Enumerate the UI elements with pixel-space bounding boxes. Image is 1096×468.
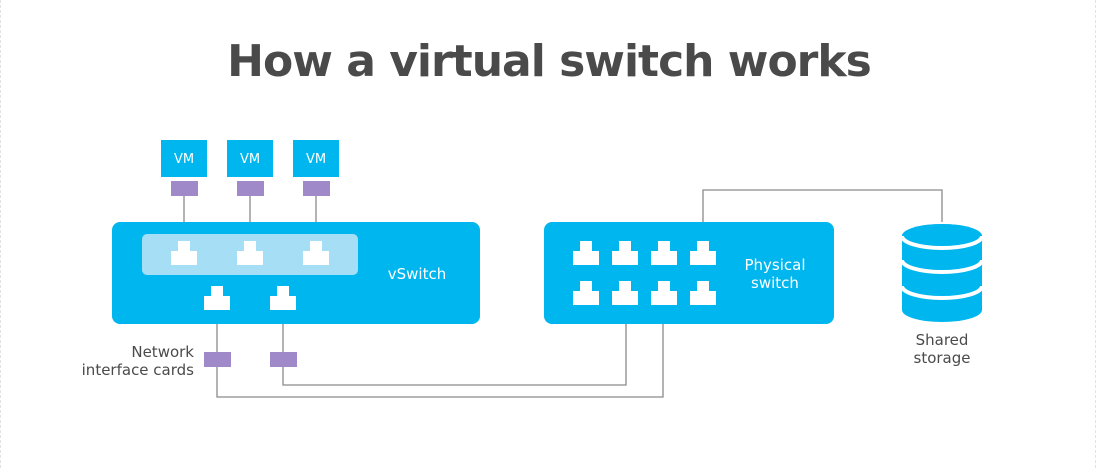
physical-switch-to-storage-wire bbox=[702, 189, 943, 222]
vswitch-label: vSwitch bbox=[388, 265, 446, 283]
physical-switch-label-line1: Physical bbox=[744, 256, 805, 274]
physical-switch-label-line2: switch bbox=[751, 274, 799, 292]
physical-nic-1 bbox=[204, 352, 231, 367]
vm2-virtual-nic bbox=[237, 181, 264, 196]
page-title: How a virtual switch works bbox=[227, 36, 872, 87]
physical-nic-2 bbox=[270, 352, 297, 367]
vm-label: VM bbox=[240, 152, 260, 167]
physical-switch: Physical switch bbox=[544, 222, 834, 324]
nic-label-line2: interface cards bbox=[82, 361, 195, 379]
vm-box-2: VM bbox=[227, 140, 273, 177]
storage-label-line2: storage bbox=[914, 349, 971, 367]
vm-box-3: VM bbox=[293, 140, 339, 177]
database-icon bbox=[900, 224, 984, 322]
vm-label: VM bbox=[174, 152, 194, 167]
vm3-virtual-nic bbox=[303, 181, 330, 196]
storage-label-line1: Shared bbox=[916, 331, 969, 349]
vm-label: VM bbox=[306, 152, 326, 167]
vm-box-1: VM bbox=[161, 140, 207, 177]
vm1-virtual-nic bbox=[171, 181, 198, 196]
vswitch: vSwitch bbox=[112, 222, 480, 324]
nic-label-line1: Network bbox=[131, 343, 194, 361]
nic2-to-physical-switch-wire bbox=[282, 323, 627, 386]
